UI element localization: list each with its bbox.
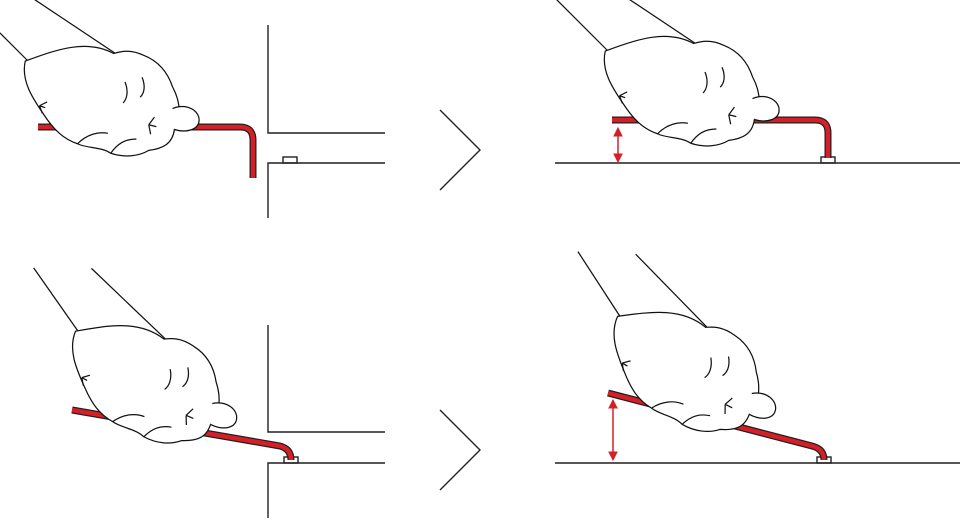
wall-upper [267, 25, 385, 134]
chevron-right-icon [439, 109, 481, 191]
lift-arrow-small [613, 126, 623, 164]
panel-top-left [0, 0, 385, 218]
wall-lower [267, 462, 385, 518]
screw-head [282, 156, 298, 164]
panel-top-right [552, 0, 960, 164]
hand-icon [0, 0, 200, 157]
lift-arrow-large [608, 398, 618, 462]
hand-icon [7, 257, 259, 456]
wall-lower [267, 162, 385, 218]
hand-icon [552, 0, 780, 147]
chevron-right-icon [439, 409, 481, 491]
panel-bottom-right [546, 241, 960, 464]
panel-bottom-left [7, 257, 385, 518]
wall-upper [267, 325, 385, 433]
hand-icon [546, 241, 802, 446]
